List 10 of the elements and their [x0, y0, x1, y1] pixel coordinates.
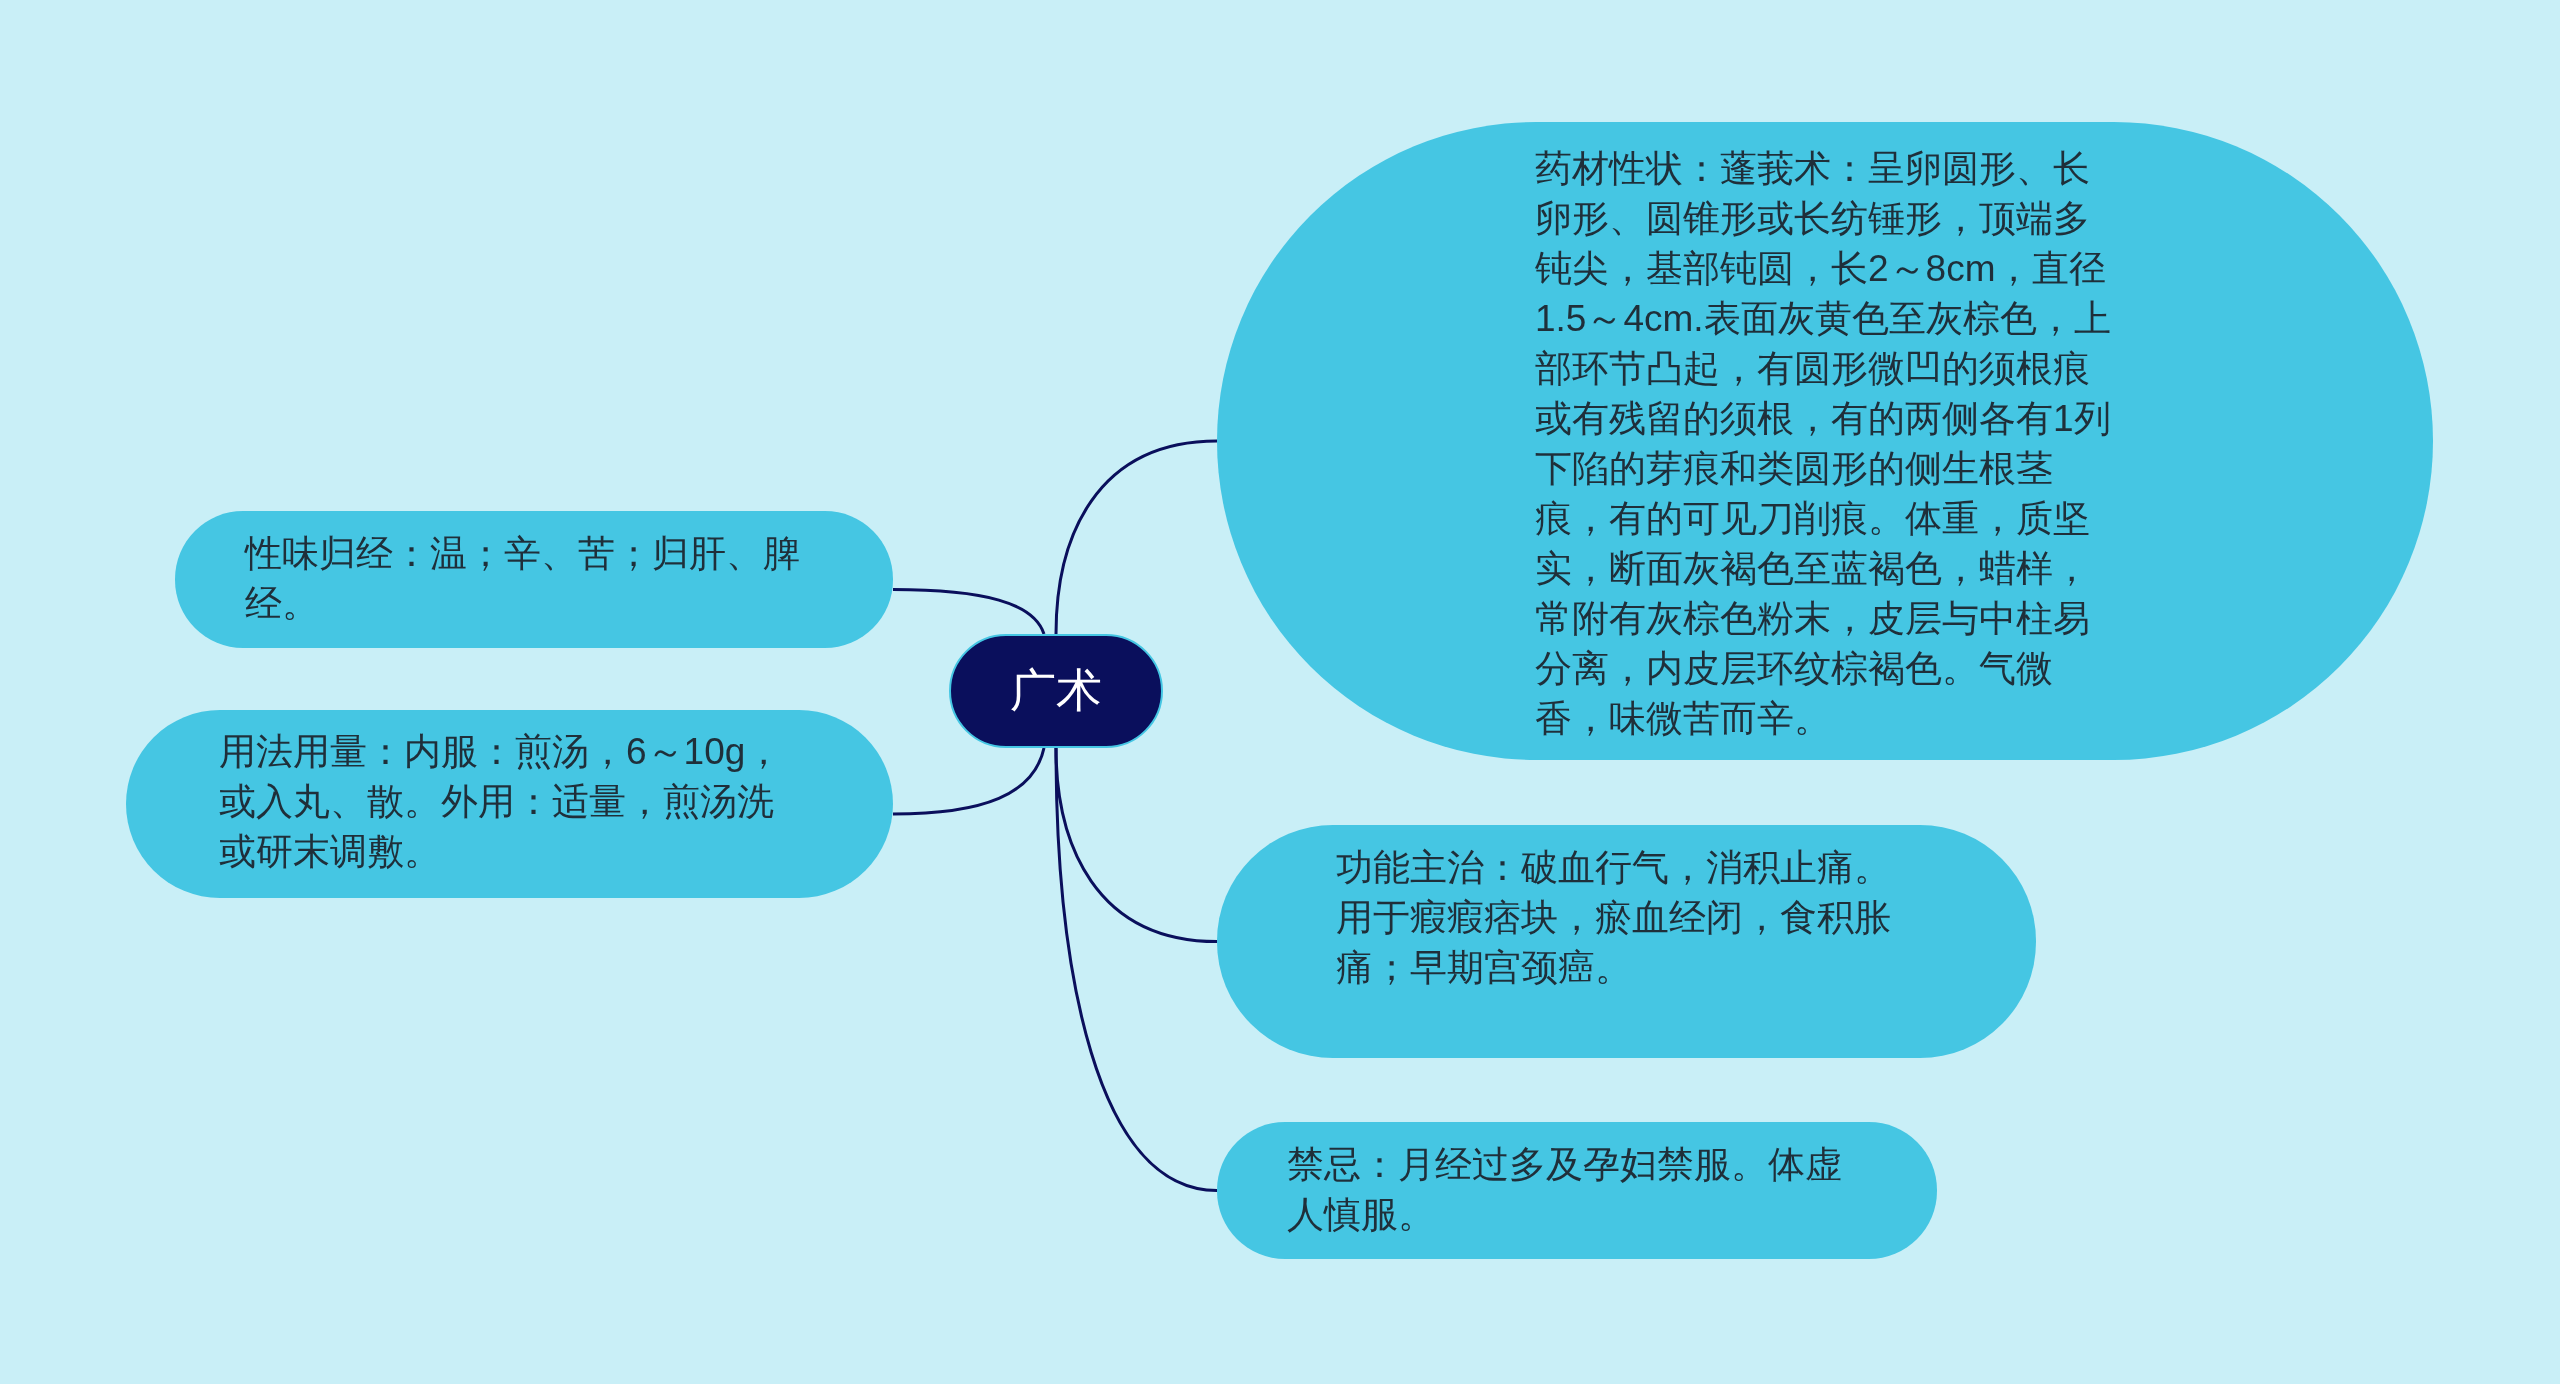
connector-line	[1054, 747, 1218, 1192]
central-topic: 广术	[949, 634, 1163, 748]
connector-line	[892, 747, 1046, 816]
topic-text: 功能主治：破血行气，消积止痛。用于瘕瘕痞块，瘀血经闭，食积胀痛；早期宫颈癌。	[1336, 846, 1892, 990]
connector-line	[892, 588, 1046, 635]
topic-text: 禁忌：月经过多及孕妇禁服。体虚人慎服。	[1287, 1143, 1843, 1237]
topic-text: 药材性状：蓬莪术：呈卵圆形、长卵形、圆锥形或长纺锤形，顶端多钝尖，基部钝圆，长2～8cm，直径1.5～4cm.表面灰黄色至灰棕色，上部环节凸起，有圆形微凹的须根痕或有残留的须根，有的两侧各有1列下陷的芽痕和类圆形的侧生根茎痕，有的可见刀削痕。体重，质坚实，断面灰褐色至蓝褐色，蜡样，常附有灰棕色粉末，皮层与中柱易分离，内皮层环纹棕褐色。气微香，味微苦而辛。	[1535, 147, 2112, 741]
topic-text: 用法用量：内服：煎汤，6～10g，或入丸、散。外用：适量，煎汤洗或研末调敷。	[219, 730, 784, 874]
topic-text: 性味归经：温；辛、苦；归肝、脾经。	[245, 532, 801, 626]
connector-line	[1054, 439, 1218, 635]
